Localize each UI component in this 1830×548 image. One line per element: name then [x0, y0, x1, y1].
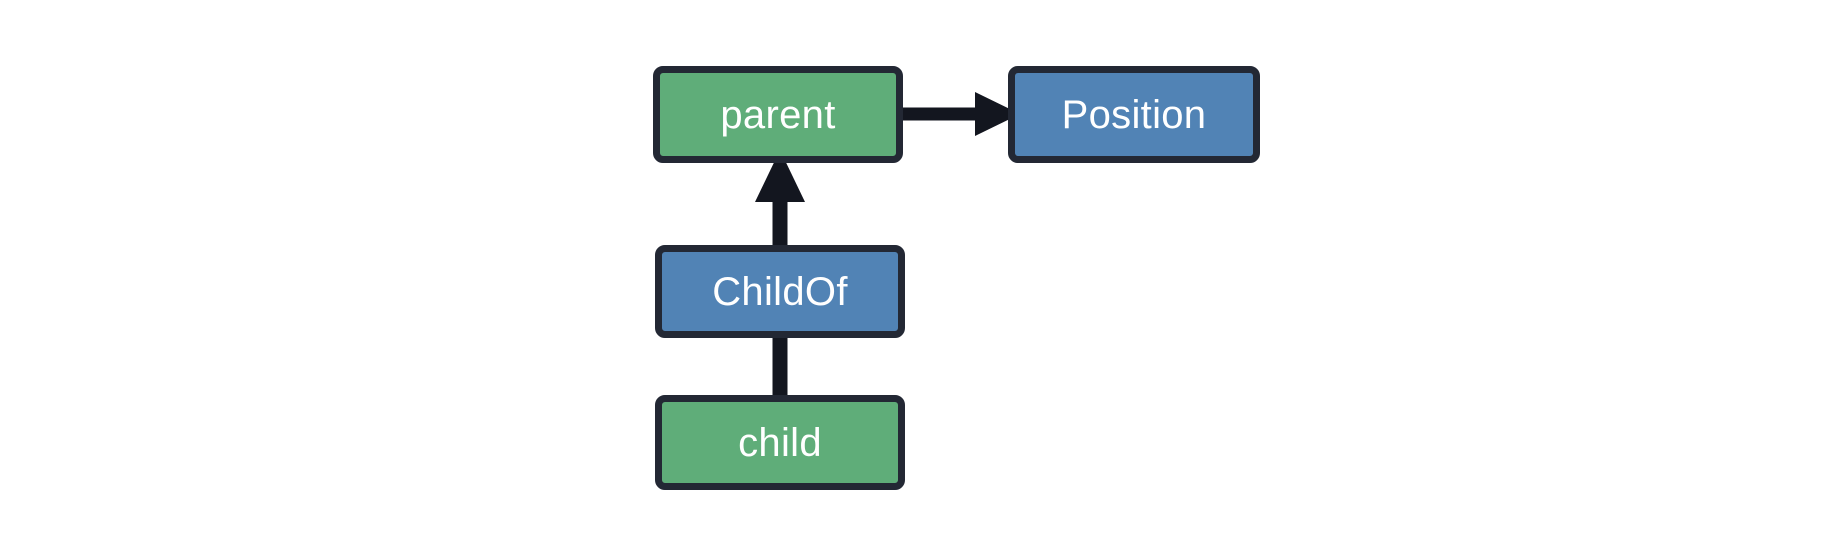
- node-childof-label: ChildOf: [712, 269, 848, 314]
- node-childof[interactable]: ChildOf: [655, 245, 905, 338]
- arrowhead-parent-position: [975, 92, 1020, 136]
- node-position[interactable]: Position: [1008, 66, 1260, 163]
- node-child-label: child: [738, 420, 822, 465]
- edge-childof-to-parent: [755, 150, 805, 248]
- node-parent[interactable]: parent: [653, 66, 903, 163]
- edge-parent-to-position: [903, 92, 1020, 136]
- node-parent-label: parent: [720, 92, 836, 137]
- node-position-label: Position: [1061, 92, 1207, 137]
- node-child[interactable]: child: [655, 395, 905, 490]
- arrowhead-childof-parent: [755, 150, 805, 202]
